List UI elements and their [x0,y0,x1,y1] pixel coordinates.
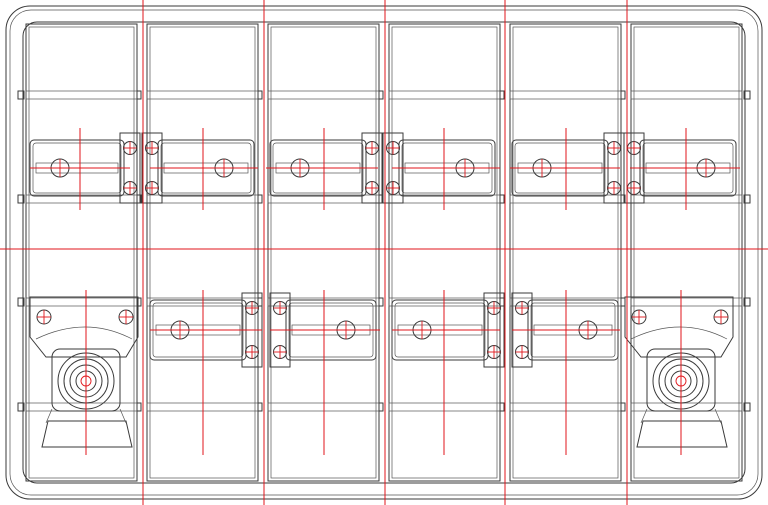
cell-compartment [25,23,138,482]
rib-band [630,90,743,100]
rib-stub [743,402,751,412]
rib-stub [257,90,263,100]
cell-compartment [630,23,743,482]
outer-housing-outline [5,5,763,500]
cell-compartment [509,23,622,482]
cell-compartment-inner [270,26,377,479]
lug-edge [714,408,722,424]
rib-stub [499,297,505,307]
rib-stub [743,297,751,307]
housing-wall [22,21,746,484]
rib-stub [378,297,384,307]
rib-stub [378,402,384,412]
cell-compartment [267,23,380,482]
terminal-arc [630,326,728,340]
rib-stub [136,402,142,412]
rib-stub [136,90,142,100]
rib-band [146,90,259,100]
rib-stub [136,297,142,307]
rib-stub [257,297,263,307]
rib-stub [743,194,751,204]
rib-stub [620,90,626,100]
cell-compartment [146,23,259,482]
rib-stub [499,90,505,100]
terminal-housing [624,296,734,358]
rib-band [25,90,138,100]
rib-stub [499,194,505,204]
rib-stub [17,297,25,307]
rib-stub [257,402,263,412]
rib-stub [743,90,751,100]
rib-band [509,90,622,100]
rib-stub [620,402,626,412]
rib-stub [17,402,25,412]
lug-edge [640,408,648,424]
housing-inner-edge [9,9,759,496]
lug-edge [119,408,127,424]
rib-stub [17,194,25,204]
terminal-details [29,132,737,448]
rib-stub [17,90,25,100]
cell-compartment-inner [633,26,740,479]
cell-compartment [388,23,501,482]
rib-stub [378,90,384,100]
terminal-lug [636,420,728,448]
cell-compartment-inner [28,26,135,479]
cell-compartment-inner [391,26,498,479]
rib-stub [257,194,263,204]
rib-band [267,90,380,100]
terminal-arc [35,326,133,340]
terminal-lug [41,420,133,448]
rib-stub [620,297,626,307]
rib-band [630,297,743,307]
terminal-housing [29,296,139,358]
rib-stub [499,402,505,412]
cell-compartment-inner [149,26,256,479]
lug-edge [45,408,53,424]
cell-compartments [17,23,751,482]
housing-outer-edge [5,5,763,500]
rib-band [388,90,501,100]
cell-compartment-inner [512,26,619,479]
rib-band [25,297,138,307]
